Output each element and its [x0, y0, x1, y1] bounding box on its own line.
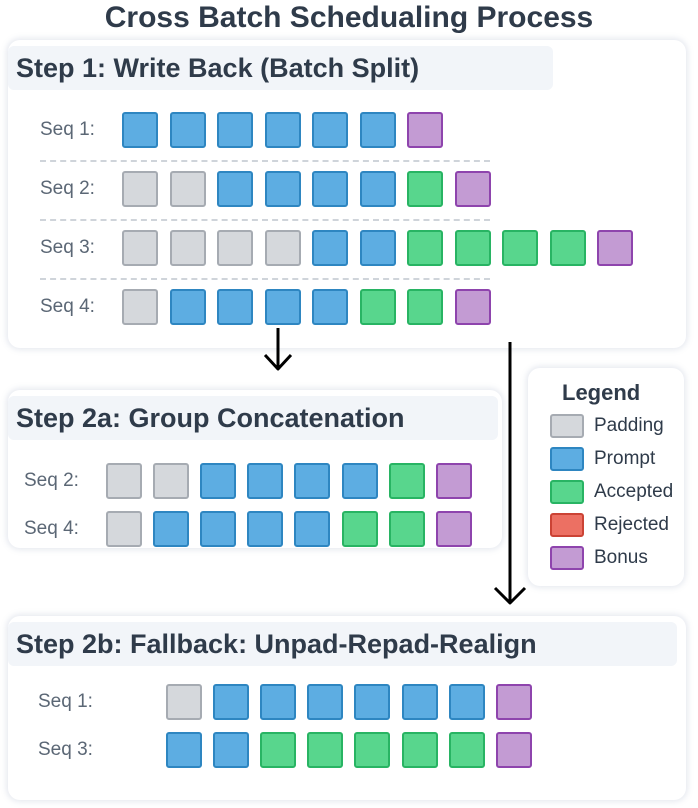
legend-title: Legend	[562, 380, 641, 405]
token-block-bonus	[435, 463, 472, 499]
token-block-padding	[153, 463, 190, 499]
token-block-accepted	[341, 511, 378, 547]
token-block-accepted	[359, 289, 396, 325]
token-block-accepted	[407, 289, 443, 325]
token-block-padding	[217, 230, 253, 266]
legend-swatch-accepted	[550, 480, 584, 504]
arrow-step1-to-step2b	[493, 342, 527, 605]
row-divider	[40, 277, 490, 280]
token-block-prompt	[217, 289, 253, 325]
token-block-prompt	[359, 112, 396, 148]
token-block-prompt	[359, 230, 396, 266]
token-block-accepted	[502, 230, 538, 266]
seq-label: Seq 2:	[40, 178, 95, 199]
token-block-prompt	[200, 511, 237, 547]
arrow-step1-to-step2a	[263, 328, 293, 371]
token-block-prompt	[260, 684, 297, 720]
token-block-prompt	[354, 684, 391, 720]
token-block-bonus	[454, 171, 491, 207]
token-block-bonus	[597, 230, 633, 266]
token-block-prompt	[200, 463, 237, 499]
token-block-accepted	[454, 230, 491, 266]
token-block-padding	[122, 289, 158, 325]
diagram-title: Cross Batch Schedualing Process	[104, 1, 594, 34]
token-block-padding	[106, 463, 142, 499]
token-block-accepted	[448, 732, 485, 768]
legend-swatch-prompt	[550, 447, 584, 471]
token-block-padding	[169, 230, 206, 266]
token-block-padding	[169, 171, 206, 207]
token-block-padding	[264, 230, 301, 266]
seq-label: Seq 1:	[40, 119, 95, 140]
legend-label-prompt: Prompt	[594, 448, 656, 469]
token-block-accepted	[388, 463, 425, 499]
token-block-prompt	[312, 112, 348, 148]
token-block-bonus	[495, 732, 532, 768]
token-block-accepted	[388, 511, 425, 547]
legend-swatch-rejected	[550, 513, 584, 537]
step2b-title: Step 2b: Fallback: Unpad-Repad-Realign	[8, 622, 677, 666]
token-block-padding	[122, 171, 158, 207]
token-block-prompt	[247, 511, 284, 547]
token-block-prompt	[312, 289, 348, 325]
token-block-prompt	[217, 112, 253, 148]
token-block-prompt	[213, 684, 250, 720]
token-block-accepted	[307, 732, 344, 768]
row-divider	[40, 159, 490, 162]
token-block-prompt	[169, 289, 206, 325]
seq-label: Seq 3:	[40, 237, 95, 258]
token-block-prompt	[448, 684, 485, 720]
seq-label: Seq 1:	[38, 691, 93, 712]
step2a-title: Step 2a: Group Concatenation	[8, 396, 498, 440]
token-block-prompt	[307, 684, 344, 720]
legend-label-padding: Padding	[594, 415, 664, 436]
token-block-bonus	[407, 112, 443, 148]
row-divider	[40, 218, 490, 221]
token-block-prompt	[341, 463, 378, 499]
token-block-prompt	[312, 230, 348, 266]
seq-label: Seq 4:	[40, 296, 95, 317]
token-block-accepted	[407, 230, 443, 266]
token-block-prompt	[294, 463, 331, 499]
token-block-prompt	[122, 112, 158, 148]
legend-swatch-bonus	[550, 546, 584, 570]
step1-title: Step 1: Write Back (Batch Split)	[8, 46, 553, 90]
token-block-bonus	[495, 684, 532, 720]
token-block-prompt	[213, 732, 250, 768]
token-block-prompt	[359, 171, 396, 207]
token-block-prompt	[153, 511, 190, 547]
token-block-padding	[106, 511, 142, 547]
legend-swatch-padding	[550, 414, 584, 438]
token-block-prompt	[217, 171, 253, 207]
token-block-bonus	[435, 511, 472, 547]
token-block-padding	[166, 684, 202, 720]
token-block-accepted	[260, 732, 297, 768]
seq-label: Seq 2:	[24, 470, 79, 491]
token-block-prompt	[264, 171, 301, 207]
token-block-prompt	[169, 112, 206, 148]
token-block-prompt	[264, 112, 301, 148]
token-block-padding	[122, 230, 158, 266]
token-block-prompt	[312, 171, 348, 207]
token-block-prompt	[166, 732, 202, 768]
token-block-accepted	[407, 171, 443, 207]
seq-label: Seq 3:	[38, 739, 93, 760]
token-block-prompt	[264, 289, 301, 325]
seq-label: Seq 4:	[24, 518, 79, 539]
legend-label-accepted: Accepted	[594, 481, 674, 502]
token-block-prompt	[401, 684, 438, 720]
token-block-accepted	[549, 230, 586, 266]
token-block-accepted	[401, 732, 438, 768]
token-block-prompt	[247, 463, 284, 499]
token-block-bonus	[454, 289, 491, 325]
legend-label-bonus: Bonus	[594, 547, 648, 568]
token-block-prompt	[294, 511, 331, 547]
token-block-accepted	[354, 732, 391, 768]
legend-label-rejected: Rejected	[594, 514, 669, 535]
